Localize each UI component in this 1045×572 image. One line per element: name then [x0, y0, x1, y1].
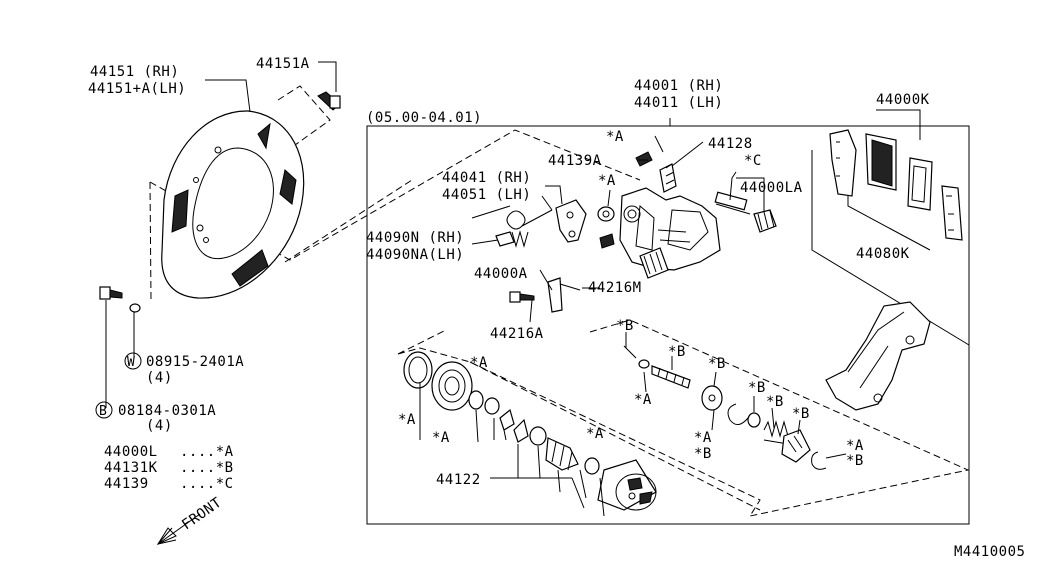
piston-ring-small [584, 457, 600, 475]
washer-08915-2401a-part [129, 303, 141, 313]
label-44151: 44151 (RH) [90, 64, 179, 80]
label-star-a-mid: *A [598, 173, 616, 189]
label-44090n: 44090N (RH) [366, 230, 464, 246]
pin-boot-44000a [599, 233, 669, 279]
label-44041: 44041 (RH) [442, 170, 531, 186]
legend-key-2: ....*B [180, 460, 234, 476]
label-bolt-qty: (4) [146, 418, 173, 434]
piston-44000l [597, 459, 657, 511]
label-44151a: 44151A [256, 56, 310, 72]
bolt-symbol-circle [95, 401, 113, 419]
label-star-b-3: *B [708, 356, 726, 372]
adjuster-washer [701, 385, 723, 411]
label-44128: 44128 [708, 136, 753, 152]
label-star-b-1: *B [616, 318, 634, 334]
label-star-a-seal: *A [398, 412, 416, 428]
front-arrow-icon [156, 513, 201, 546]
label-44216a: 44216A [490, 326, 544, 342]
legend-key-1: ....*A [180, 444, 234, 460]
label-star-a-piston: *A [586, 426, 604, 442]
label-44000k: 44000K [876, 92, 930, 108]
legend-part-1: 44000L [104, 444, 158, 460]
brake-dust-shield [161, 110, 305, 299]
label-star-b-4: *B [748, 380, 766, 396]
label-bolt-08184: 08184-0301A [118, 403, 216, 419]
label-star-b-2: *B [668, 344, 686, 360]
caliper-support-bracket [825, 301, 931, 411]
legend-part-2: 44131K [104, 460, 158, 476]
diagram-code: M4410005 [954, 544, 1025, 560]
label-44051: 44051 (LH) [442, 187, 531, 203]
label-star-a-boot: *A [432, 430, 450, 446]
shield-bolt-44151a [317, 91, 341, 111]
label-44000a: 44000A [474, 266, 528, 282]
label-washer-qty: (4) [146, 370, 173, 386]
piston-dust-boot [431, 361, 473, 411]
label-star-a-top: *A [606, 129, 624, 145]
label-44001: 44001 (RH) [634, 78, 723, 94]
bolt-44216a [509, 291, 535, 303]
label-44139a: 44139A [548, 153, 602, 169]
legend-part-3: 44139 [104, 476, 149, 492]
adjuster-pin [623, 345, 691, 389]
label-date-range: (05.00-04.01) [366, 110, 482, 126]
label-star-b-5: *B [766, 394, 784, 410]
slide-pin-boot-44000la [714, 191, 777, 233]
label-washer-symbol: W [127, 355, 135, 370]
label-star-a-pin: *A [634, 392, 652, 408]
brake-pad-set-44080k [829, 129, 963, 241]
small-rings [484, 397, 547, 446]
label-bolt-symbol: B [99, 404, 107, 419]
snap-ring-a [468, 390, 484, 410]
piston-seal-ring [403, 351, 433, 389]
label-44011: 44011 (LH) [634, 95, 723, 111]
caliper-body [619, 187, 721, 271]
bleeder-44128 [635, 151, 677, 193]
label-star-b-6: *B [792, 406, 810, 422]
label-44151a-lh: 44151+A(LH) [88, 81, 186, 97]
washer-symbol-circle [124, 352, 142, 370]
bolt-08184-0301a-part [99, 286, 123, 300]
adjuster-clip [727, 403, 749, 425]
label-44000la: 44000LA [740, 180, 803, 196]
caliper-assembly-frame [366, 125, 970, 525]
return-spring-44090n [506, 209, 553, 230]
spring-44090-lower [495, 230, 529, 248]
adjuster-spring-holder [781, 429, 811, 463]
piston-kit-dashed-outline [397, 319, 970, 517]
label-star-b-pad: *B [694, 446, 712, 462]
label-star-b-clip: *B [846, 453, 864, 469]
seal-washer [597, 206, 615, 222]
label-44090na: 44090NA(LH) [366, 247, 464, 263]
adjuster-spindle [545, 437, 579, 471]
adjuster-snap-ring [811, 451, 827, 470]
label-44122: 44122 [436, 472, 481, 488]
label-star-c: *C [744, 153, 762, 169]
label-star-a-clip: *A [846, 438, 864, 454]
caliper-lever-44041 [555, 199, 587, 243]
label-front: FRONT [179, 495, 225, 534]
label-44080k: 44080K [856, 246, 910, 262]
label-star-a-pad: *A [694, 430, 712, 446]
legend-key-3: ....*C [180, 476, 234, 492]
label-star-a-ring: *A [470, 355, 488, 371]
label-washer-08915: 08915-2401A [146, 354, 244, 370]
label-44216m: 44216M [588, 280, 642, 296]
adjuster-small-ring [747, 412, 761, 428]
bracket-44216m [547, 277, 581, 313]
